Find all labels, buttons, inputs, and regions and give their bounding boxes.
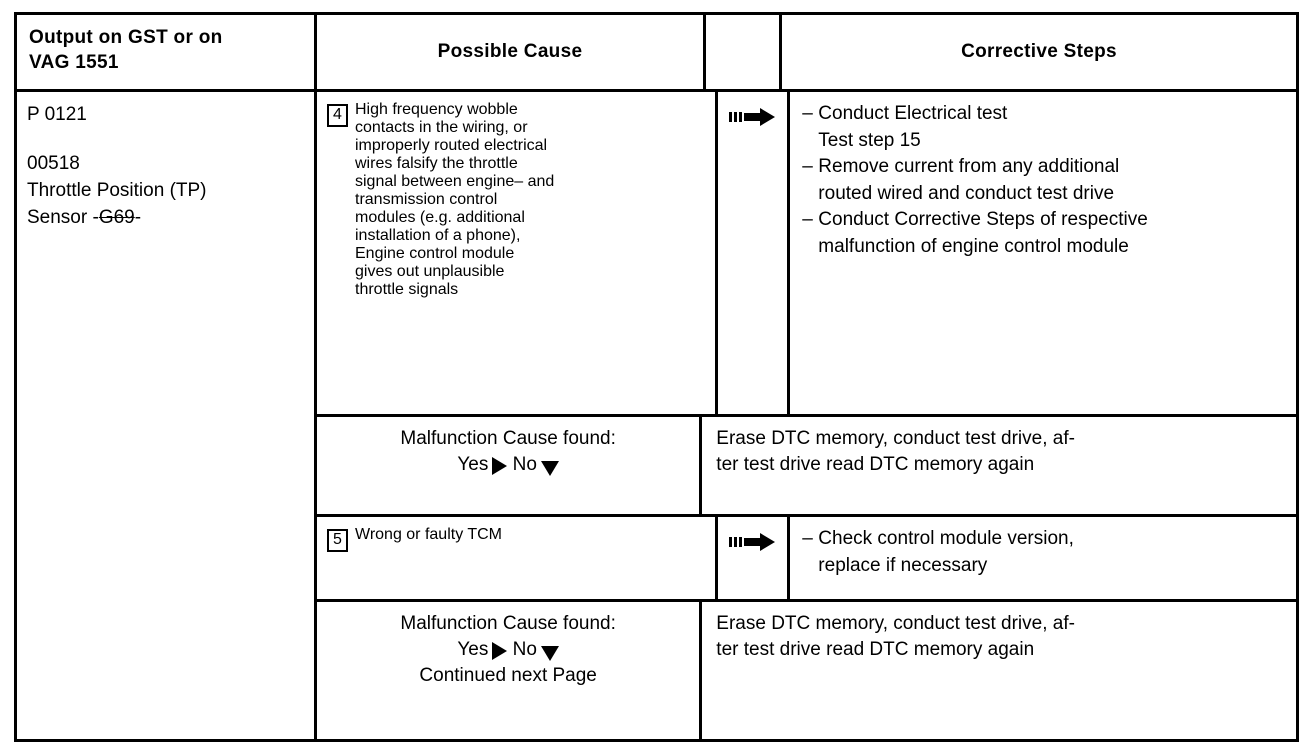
malfunction-question-cell-1: Malfunction Cause found: Yes No bbox=[317, 417, 699, 514]
table-row: Malfunction Cause found: Yes No Continue… bbox=[317, 602, 1296, 739]
answer-no: No bbox=[513, 452, 559, 478]
motion-arrow-right-icon bbox=[728, 531, 777, 558]
sensor-code-struck: G69 bbox=[98, 206, 135, 228]
cause-line: High frequency wobble bbox=[355, 101, 518, 118]
table-row: 5 Wrong or faulty TCM bbox=[317, 517, 1296, 602]
cause-line: gives out unplausible bbox=[355, 263, 505, 280]
arrow-cell bbox=[715, 517, 791, 599]
cause-cell-5: 5 Wrong or faulty TCM bbox=[317, 517, 715, 599]
header-output-line2: VAG 1551 bbox=[29, 52, 119, 74]
cause-line: wires falsify the throttle bbox=[355, 155, 518, 172]
step-line: ter test drive read DTC memory again bbox=[716, 639, 1035, 661]
corrective-steps-cell-4: –Conduct Electrical test Test step 15 –R… bbox=[790, 92, 1296, 414]
dash-bullet: – bbox=[802, 528, 813, 549]
header-arrow-column bbox=[706, 15, 782, 89]
motion-arrow-right-icon bbox=[728, 106, 777, 133]
dtc-code-cell: P 0121 00518 Throttle Position (TP) Sens… bbox=[17, 92, 317, 742]
triangle-right-icon bbox=[492, 642, 508, 661]
corrective-steps-cell-5: –Check control module version, replace i… bbox=[790, 517, 1296, 599]
continued-next-page: Continued next Page bbox=[419, 665, 597, 687]
no-label: No bbox=[512, 454, 537, 476]
yes-label: Yes bbox=[457, 454, 489, 476]
sensor-prefix: Sensor - bbox=[27, 206, 99, 228]
triangle-right-icon bbox=[492, 457, 508, 476]
step-line: replace if necessary bbox=[802, 553, 1288, 580]
step-text: Conduct Corrective Steps of respective bbox=[818, 209, 1148, 231]
table-body: P 0121 00518 Throttle Position (TP) Sens… bbox=[17, 92, 1296, 742]
triangle-down-icon bbox=[540, 645, 559, 661]
header-possible-cause: Possible Cause bbox=[317, 15, 706, 89]
cause-line: Engine control module bbox=[355, 245, 515, 262]
malfunction-question: Malfunction Cause found: bbox=[400, 613, 616, 634]
yes-label: Yes bbox=[457, 639, 489, 661]
cause-line: Wrong or faulty TCM bbox=[355, 526, 503, 543]
malfunction-question-cell-2: Malfunction Cause found: Yes No Continue… bbox=[317, 602, 699, 739]
triangle-down-icon bbox=[540, 460, 559, 476]
step-text: Test step 15 bbox=[818, 129, 921, 151]
dash-bullet: – bbox=[802, 156, 813, 178]
sensor-suffix: - bbox=[134, 206, 142, 228]
dash-bullet: – bbox=[802, 103, 813, 124]
header-output-column: Output on GST or on VAG 1551 bbox=[17, 15, 317, 89]
cause-text-4: High frequency wobble contacts in the wi… bbox=[355, 101, 709, 299]
step-text: replace if necessary bbox=[818, 554, 988, 576]
step-line: malfunction of engine control module bbox=[802, 234, 1288, 261]
step-line: –Remove current from any additional bbox=[802, 154, 1288, 181]
fault-number: 00518 bbox=[27, 152, 80, 174]
component-description-line1: Throttle Position (TP) bbox=[27, 179, 207, 201]
step-number-box: 5 bbox=[327, 529, 348, 552]
arrow-cell bbox=[715, 92, 791, 414]
step-line: routed wired and conduct test drive bbox=[802, 181, 1288, 208]
step-number-box: 4 bbox=[327, 104, 348, 127]
header-output-line1: Output on GST or on bbox=[29, 27, 223, 48]
malfunction-steps-cell-1: Erase DTC memory, conduct test drive, af… bbox=[699, 417, 1296, 514]
step-line: –Conduct Electrical test bbox=[802, 101, 1288, 128]
step-line: ter test drive read DTC memory again bbox=[716, 454, 1035, 476]
diagnostic-table: Output on GST or on VAG 1551 Possible Ca… bbox=[14, 12, 1299, 742]
table-row: Malfunction Cause found: Yes No Erase DT… bbox=[317, 417, 1296, 517]
cause-line: signal between engine– and bbox=[355, 173, 555, 190]
step-text: malfunction of engine control module bbox=[818, 235, 1129, 257]
malfunction-question: Malfunction Cause found: bbox=[400, 428, 616, 449]
step-line: Erase DTC memory, conduct test drive, af… bbox=[716, 613, 1075, 634]
table-row: 4 High frequency wobble contacts in the … bbox=[317, 92, 1296, 417]
answer-yes: Yes bbox=[457, 637, 508, 663]
step-text: Conduct Electrical test bbox=[818, 103, 1008, 124]
cause-line: transmission control bbox=[355, 191, 498, 208]
malfunction-steps-cell-2: Erase DTC memory, conduct test drive, af… bbox=[699, 602, 1296, 739]
step-text: Remove current from any additional bbox=[818, 156, 1120, 178]
component-description-line2: Sensor -G69- bbox=[27, 205, 314, 232]
step-line: –Conduct Corrective Steps of respective bbox=[802, 207, 1288, 234]
cause-line: contacts in the wiring, or bbox=[355, 119, 528, 136]
header-corrective-steps: Corrective Steps bbox=[961, 41, 1117, 62]
answer-no: No bbox=[513, 637, 559, 663]
dtc-code: P 0121 bbox=[27, 104, 87, 125]
step-text: Check control module version, bbox=[818, 528, 1074, 549]
no-label: No bbox=[512, 639, 537, 661]
cause-line: throttle signals bbox=[355, 281, 459, 298]
code-spacer bbox=[27, 129, 314, 151]
cause-line: modules (e.g. additional bbox=[355, 209, 525, 226]
cause-line: installation of a phone), bbox=[355, 227, 521, 244]
cause-line: improperly routed electrical bbox=[355, 137, 548, 154]
step-line: –Check control module version, bbox=[802, 526, 1288, 553]
step-text: routed wired and conduct test drive bbox=[818, 182, 1115, 204]
cause-cell-4: 4 High frequency wobble contacts in the … bbox=[317, 92, 715, 414]
dash-bullet: – bbox=[802, 209, 813, 231]
table-header-row: Output on GST or on VAG 1551 Possible Ca… bbox=[17, 15, 1296, 92]
step-line: Erase DTC memory, conduct test drive, af… bbox=[716, 428, 1075, 449]
cause-text-5: Wrong or faulty TCM bbox=[355, 526, 709, 544]
rows-container: 4 High frequency wobble contacts in the … bbox=[317, 92, 1296, 742]
step-line: Test step 15 bbox=[802, 128, 1288, 155]
answer-yes: Yes bbox=[457, 452, 508, 478]
